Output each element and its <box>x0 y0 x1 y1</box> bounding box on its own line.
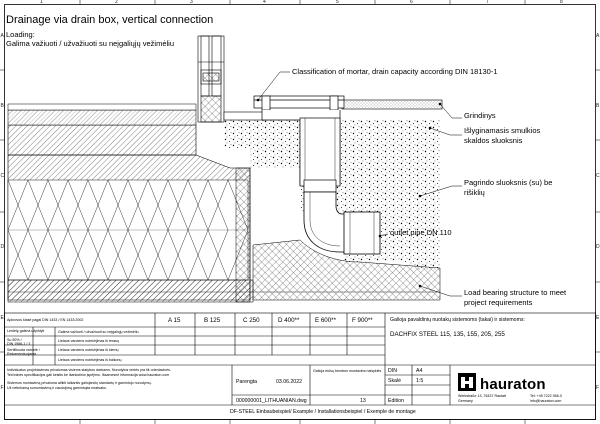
callout-outlet: outlet pipe DN 110 <box>390 228 452 237</box>
callout-leveling-1: Išlyginamasis smulkios <box>464 126 541 135</box>
file-name: 000000001_LITHUANIAN.dwg <box>236 398 307 404</box>
callout-leveling-2: skaldos sluoksnis <box>464 136 523 145</box>
frame-row-e-right: E <box>596 315 600 321</box>
loading-label: Loading: <box>6 30 35 39</box>
drawing-title: Drainage via drain box, vertical connect… <box>6 14 214 26</box>
title-block <box>4 312 596 420</box>
frame-row-b: B <box>0 103 4 109</box>
frame-row-c-right: C <box>596 173 600 179</box>
frame-col-8: 8 <box>560 0 563 5</box>
class-c250: C 250 <box>243 317 260 324</box>
class-e600: E 600** <box>315 317 336 324</box>
company-address-1: Werkstraße 13, 76437 Rastatt <box>458 394 506 398</box>
row1-left-top: Lentelę galima užpildyti <box>7 329 45 333</box>
footer-text: DF-STEEL Einbaubeispiel/ Example / Insta… <box>230 409 416 415</box>
frame-col-7: 7 <box>486 0 489 5</box>
row3-text: Lietaus vandens nutekėjimas iš kiemų <box>58 348 119 352</box>
scale-value: 1:5 <box>416 378 424 384</box>
class-d400: D 400** <box>278 317 300 324</box>
frame-col-4: 4 <box>263 0 266 5</box>
company-contact-1: Tel: +49 7222 958-0 <box>530 394 562 398</box>
callout-base-1: Pagrindo sluoksnis (su) be <box>464 178 553 187</box>
class-a15: A 15 <box>168 317 181 324</box>
callout-load-1: Load bearing structure to meet <box>464 288 567 297</box>
row3-left-top: Sertifikuota varnelė / <box>7 348 40 352</box>
product-list: DACHFIX STEEL 115, 135, 155, 205, 255 <box>390 331 505 338</box>
outlet-pipe <box>303 191 381 255</box>
scheme-label: Galioja pavaldinių nuotakų sistemoms (ta… <box>390 317 525 323</box>
loading-value: Galima važiuoti / užvažiuoti su neįgalių… <box>6 39 174 48</box>
frame-row-d-right: D <box>596 244 600 250</box>
frame-row-f-right: F <box>596 385 600 391</box>
company-contact-2: info@hauraton.com <box>530 399 562 403</box>
row2-left-bottom: DIN 1986-1 / 3 <box>7 342 31 346</box>
released-label: Parengta <box>236 379 258 385</box>
load-class-header: Apkrovos klasė pagal DIN 1433 / EN 1433:… <box>7 318 84 322</box>
row4-text: Lietaus vandens nutekėjimas iš balkonų <box>58 358 122 362</box>
din-value: A4 <box>416 368 423 374</box>
frame-row-b-right: B <box>596 103 600 109</box>
din-label: DIN <box>388 368 397 374</box>
frame-row-f: F <box>0 385 4 391</box>
callout-load-2: project requirements <box>464 298 533 307</box>
callout-floor: Grindinys <box>464 111 496 120</box>
class-b125: B 125 <box>204 317 221 324</box>
frame-row-a-right: A <box>596 33 600 39</box>
note-3: Sistemos montavimą privaloma atlikti lai… <box>7 381 152 385</box>
note-2: Techninės specifikacijos gali keistis be… <box>7 373 170 377</box>
company-name: hauraton <box>480 376 546 393</box>
company-address-2: Germany <box>458 399 473 403</box>
frame-row-a: A <box>0 33 4 39</box>
frame-col-2: 2 <box>115 0 118 5</box>
row3-left-bottom: Rekomenduojama <box>7 352 37 356</box>
frame-col-3: 3 <box>190 0 193 5</box>
note-1: Individualus projektavimas privalomas vi… <box>7 368 171 372</box>
frame-col-6: 6 <box>410 0 413 5</box>
hauraton-logo-mark <box>458 373 476 391</box>
frame-row-e: E <box>0 315 4 321</box>
callout-mortar: Classification of mortar, drain capacity… <box>292 67 498 76</box>
frame-row-d: D <box>0 244 5 250</box>
frame-col-1: 1 <box>40 0 43 5</box>
building-slab <box>7 103 254 303</box>
door-frame <box>197 35 225 123</box>
edition-label: Edition <box>388 398 404 404</box>
class-f900: F 900** <box>352 317 373 324</box>
scale-label: Skalė <box>388 378 401 384</box>
row2-text: Lietaus vandens nutekėjimas iš terasų <box>58 339 119 343</box>
row2-left-top: Su 50% / <box>7 338 22 342</box>
frame-row-c: C <box>0 173 5 179</box>
release-date: 03.06.2022 <box>276 379 302 385</box>
frame-col-5: 5 <box>336 0 339 5</box>
drain-box <box>253 95 345 193</box>
remark: Galioja mūsų bendros montavimo taisyklės <box>313 369 382 373</box>
note-4: Už netinkamą sumontavimą ir naudojimą ga… <box>7 386 107 390</box>
sheet-number: 13 <box>360 398 366 404</box>
row1-text: Galima važiuoti / užvažiuoti su neįgalių… <box>58 330 139 334</box>
callout-base-2: rišiklių <box>464 188 485 197</box>
